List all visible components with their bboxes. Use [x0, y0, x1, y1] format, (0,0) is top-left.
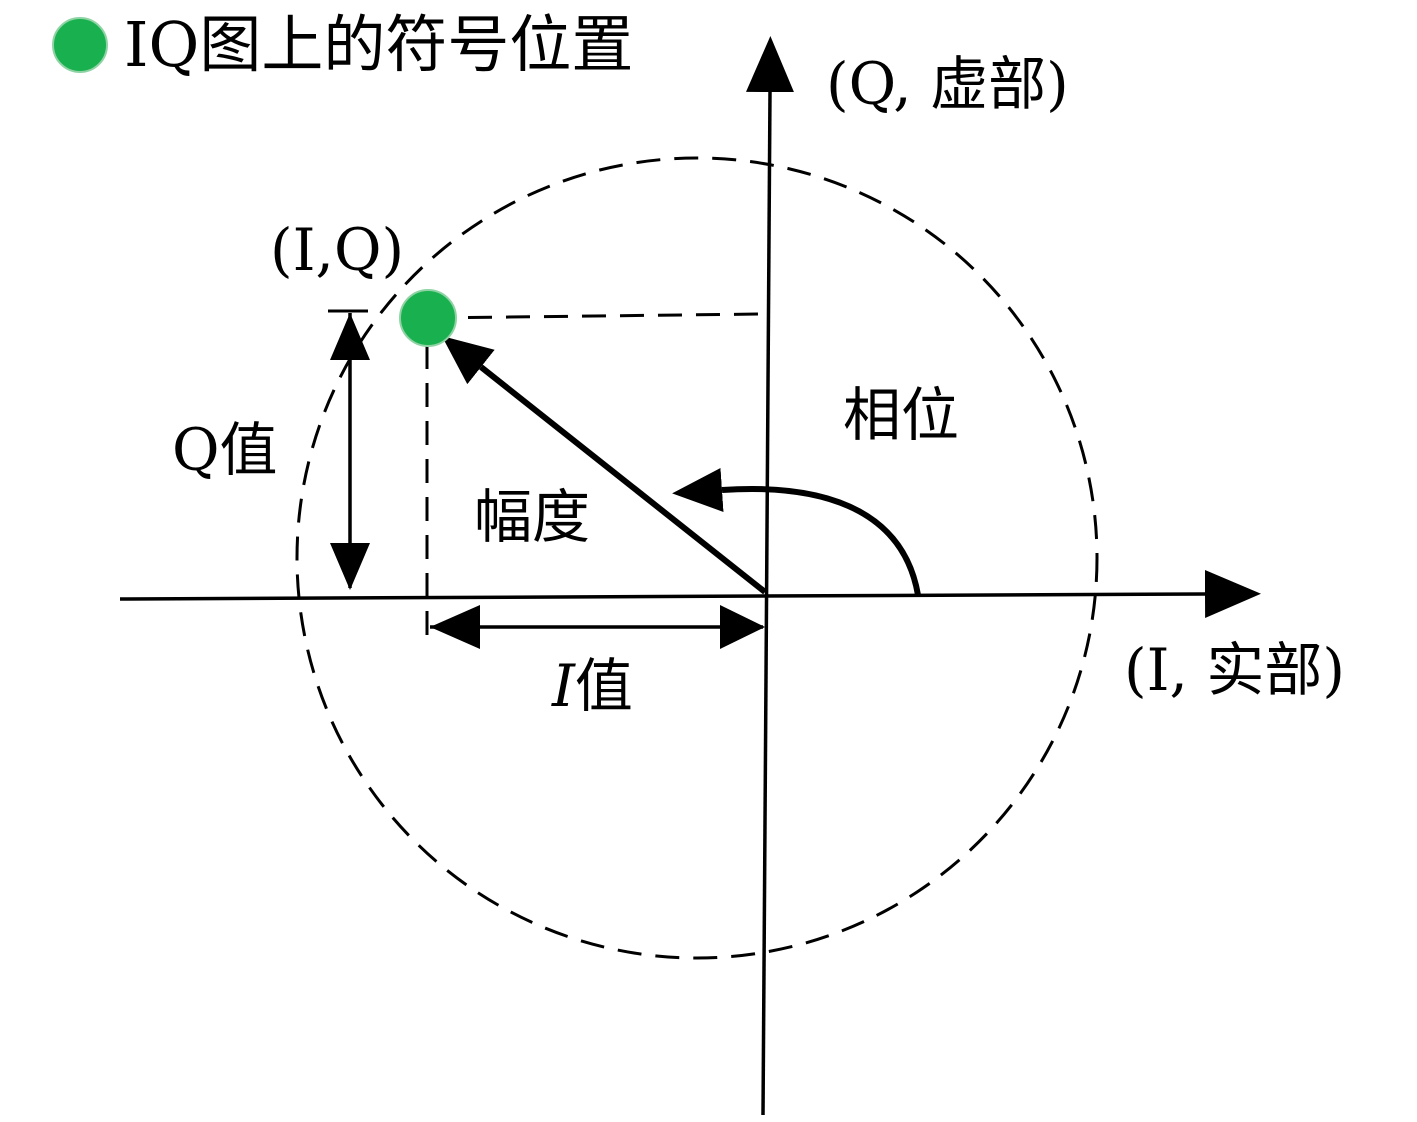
q-value-arrowhead-top [330, 313, 370, 360]
magnitude-label: 幅度 [474, 483, 590, 551]
phase-arc [672, 468, 921, 596]
iq-point [399, 289, 457, 347]
i-value-arrowhead-right [720, 605, 765, 649]
i-axis-label: (I, 实部) [1124, 636, 1345, 704]
q-axis-label: (Q, 虚部) [826, 50, 1069, 118]
magnitude-vector [441, 335, 767, 595]
magnitude-circle [295, 156, 1099, 960]
i-value-italic: I [551, 652, 576, 720]
green-dot-icon [52, 17, 108, 73]
i-value-label: I值 [551, 652, 633, 720]
legend-label: IQ图上的符号位置 [124, 8, 633, 81]
q-value-label: Q值 [172, 416, 278, 484]
q-axis [746, 36, 794, 1116]
point-label: (I,Q) [270, 216, 404, 284]
i-value-arrowhead-left [430, 605, 480, 649]
phase-label: 相位 [843, 381, 959, 449]
i-value-suffix: 值 [575, 652, 633, 720]
i-axis [119, 570, 1261, 618]
q-projection-line [429, 312, 761, 320]
q-value-arrowhead-bottom [330, 543, 370, 590]
